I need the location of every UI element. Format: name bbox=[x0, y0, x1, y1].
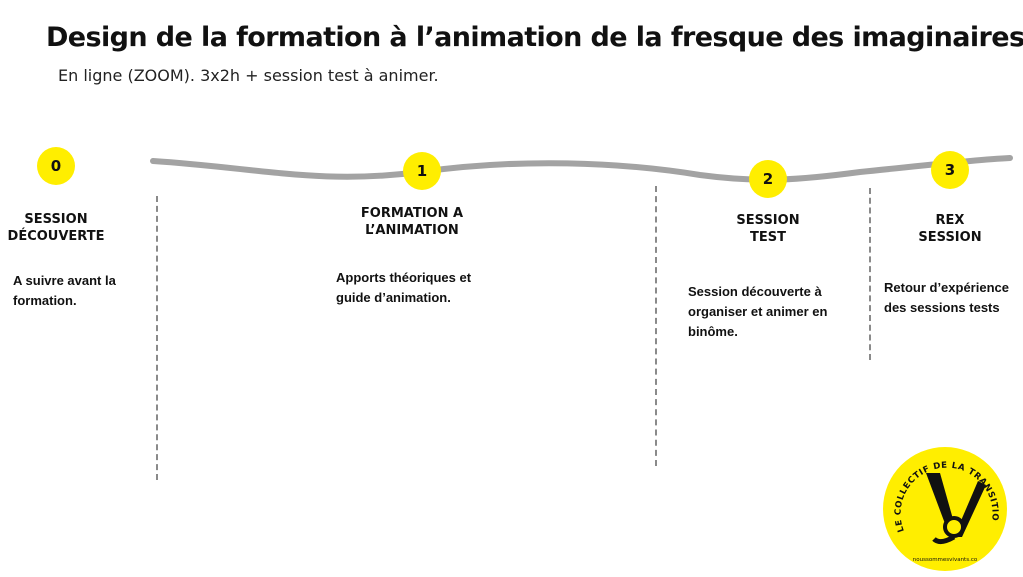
step-1-desc-line2: guide d’animation. bbox=[336, 290, 451, 305]
step-2-badge: 2 bbox=[749, 160, 787, 198]
step-3-label: REX SESSION bbox=[900, 212, 1000, 246]
step-2-label-line1: SESSION bbox=[736, 213, 800, 228]
step-2-label-line2: TEST bbox=[750, 230, 786, 245]
page-title: Design de la formation à l’animation de … bbox=[46, 22, 1023, 53]
step-0-label: SESSION DÉCOUVERTE bbox=[6, 211, 106, 245]
separator-2 bbox=[655, 186, 657, 466]
step-1-badge: 1 bbox=[403, 152, 441, 190]
separator-1 bbox=[156, 196, 158, 480]
step-3-label-line2: SESSION bbox=[918, 230, 982, 245]
step-3-desc-line2: des sessions tests bbox=[884, 300, 1000, 315]
step-1-desc-line1: Apports théoriques et bbox=[336, 270, 472, 285]
step-0-desc-line1: A suivre avant la bbox=[13, 273, 116, 288]
step-3-description: Retour d’expérience des sessions tests bbox=[884, 278, 1020, 318]
step-0-label-line2: DÉCOUVERTE bbox=[7, 229, 105, 244]
step-3-desc-line1: Retour d’expérience bbox=[884, 280, 1009, 295]
step-1-label: FORMATION A L’ANIMATION bbox=[340, 205, 484, 239]
step-2-desc-line1: Session découverte à bbox=[688, 284, 822, 299]
step-0-desc-line2: formation. bbox=[13, 293, 77, 308]
step-1-label-line1: FORMATION A bbox=[360, 206, 464, 221]
v-clothespin-icon bbox=[926, 473, 986, 545]
step-3-label-line1: REX bbox=[935, 213, 965, 228]
step-2-description: Session découverte à organiser et animer… bbox=[688, 282, 858, 342]
step-0-label-line1: SESSION bbox=[24, 212, 88, 227]
step-1-description: Apports théoriques et guide d’animation. bbox=[336, 268, 516, 308]
step-2-desc-line3: binôme. bbox=[688, 324, 738, 339]
step-3-badge: 3 bbox=[931, 151, 969, 189]
page-subtitle: En ligne (ZOOM). 3x2h + session test à a… bbox=[58, 66, 439, 85]
logo-url: noussommesvivants.co bbox=[913, 557, 978, 563]
step-0-badge: 0 bbox=[37, 147, 75, 185]
step-2-desc-line2: organiser et animer en bbox=[688, 304, 828, 319]
collectif-logo: LE COLLECTIF DE LA TRANSITION ÉCOLOGIQUE… bbox=[882, 443, 1007, 571]
separator-3 bbox=[869, 188, 871, 360]
step-0-description: A suivre avant la formation. bbox=[13, 271, 143, 311]
step-2-label: SESSION TEST bbox=[718, 212, 818, 246]
step-1-label-line2: L’ANIMATION bbox=[365, 223, 459, 238]
